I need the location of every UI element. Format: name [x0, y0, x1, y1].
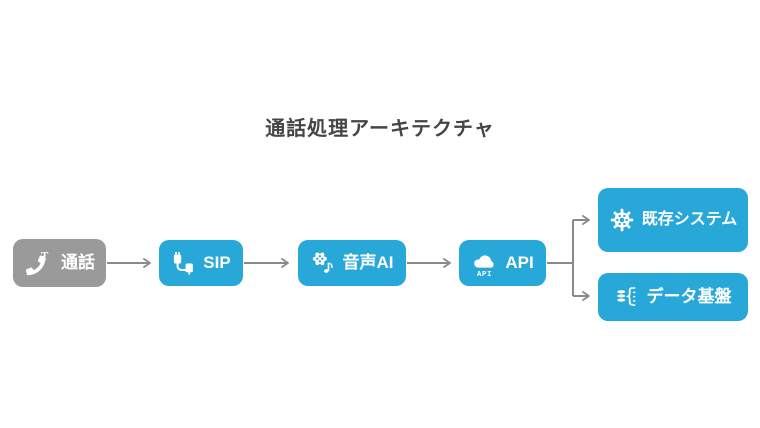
node-label: API: [505, 253, 534, 273]
node-api: API API: [459, 240, 546, 286]
node-sip: SIP: [159, 240, 243, 286]
cloud-api-icon: API: [471, 250, 498, 277]
node-call: T 通話: [13, 239, 106, 287]
diagram-title: 通話処理アーキテクチャ: [265, 118, 495, 140]
cable-plug-icon: [171, 251, 196, 276]
node-label: 音声AI: [342, 253, 394, 273]
phone-t-icon: T: [24, 249, 54, 277]
database-icon: [615, 285, 640, 310]
node-label: 既存システム: [641, 210, 738, 228]
ai-music-icon: [311, 251, 336, 276]
node-label: データ基盤: [646, 287, 732, 307]
gear-icon: [609, 207, 635, 233]
node-label: 通話: [61, 253, 95, 273]
node-legacy-system: 既存システム: [598, 188, 748, 252]
cloud-api-text: API: [477, 270, 492, 276]
node-voice-ai: 音声AI: [298, 240, 406, 286]
node-data-platform: データ基盤: [598, 273, 748, 321]
node-label: SIP: [203, 253, 231, 273]
phone-superscript-t: T: [41, 250, 49, 262]
